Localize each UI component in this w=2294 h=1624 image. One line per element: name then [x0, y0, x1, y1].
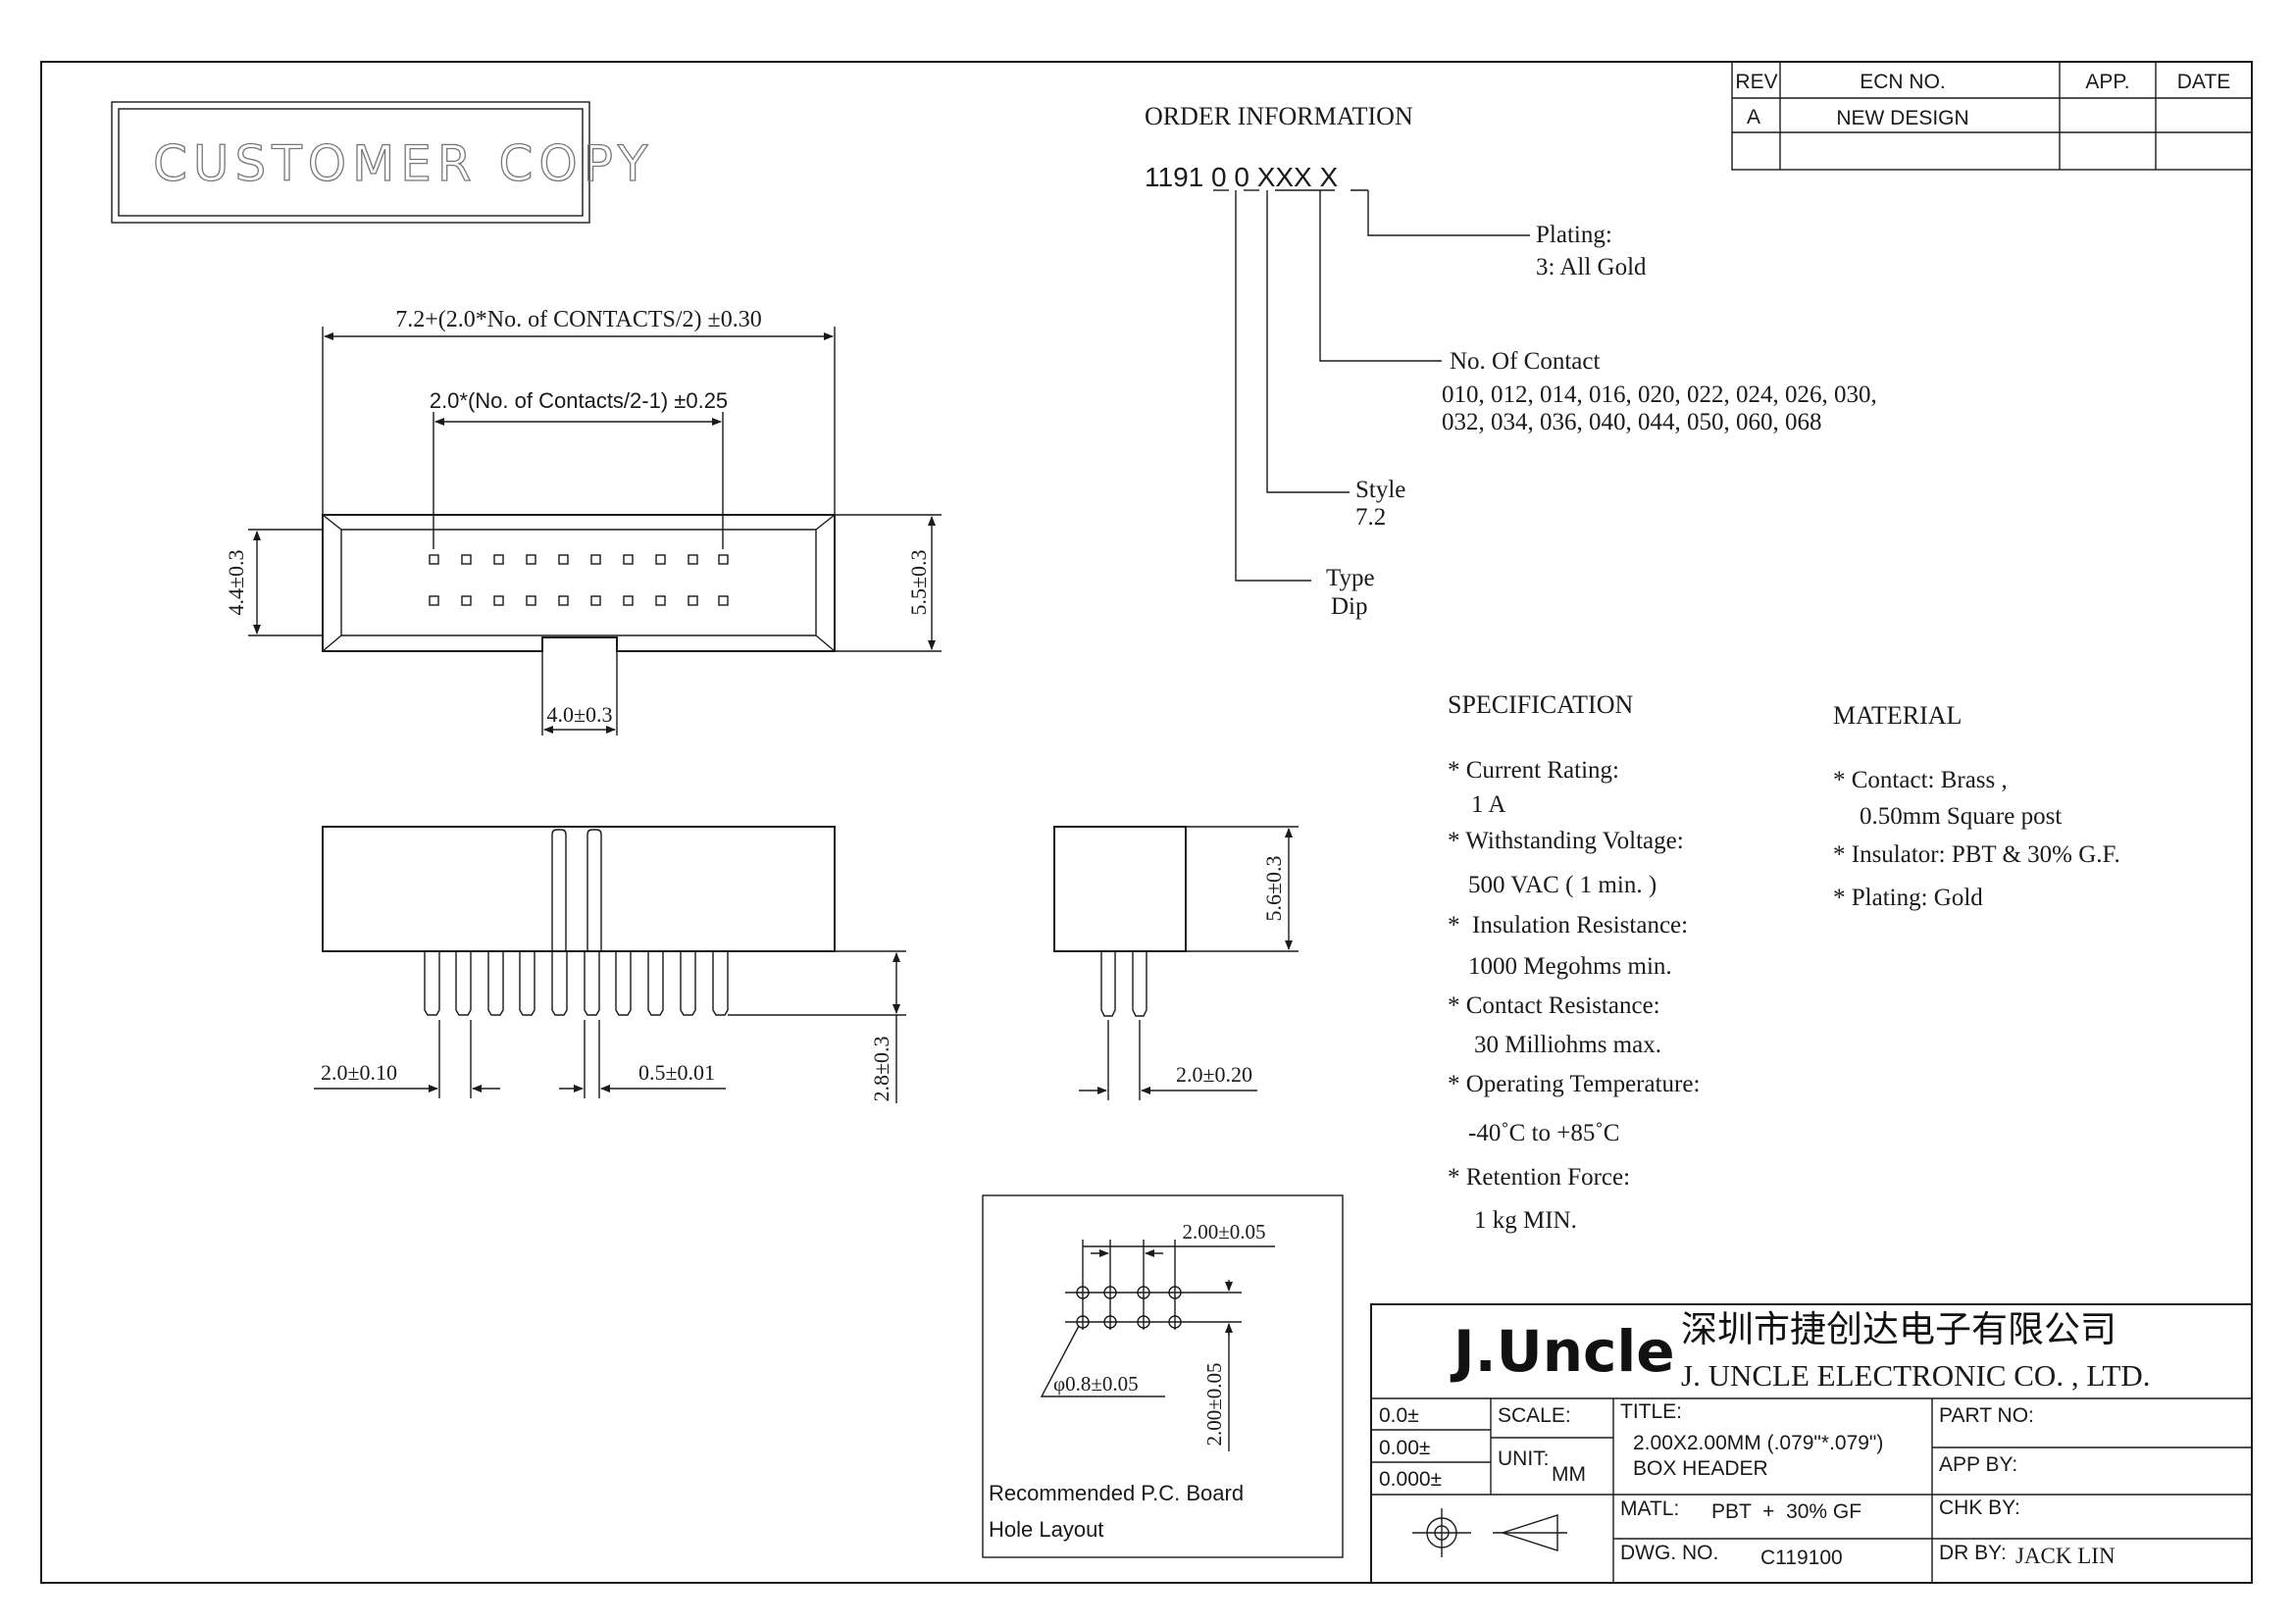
rev-header-app: APP. — [2085, 71, 2129, 93]
spec-item: * Retention Force: — [1448, 1164, 1630, 1191]
order-information: ORDER INFORMATION 1191 0 0 XXX X Plating… — [1145, 102, 1877, 620]
spec-value: 1 A — [1471, 791, 1505, 818]
dim-key-width: 4.0±0.3 — [546, 702, 612, 727]
drawing-number-label: DWG. NO. — [1620, 1542, 1718, 1564]
material-label: MATL: — [1620, 1497, 1679, 1520]
tolerance-1: 0.0± — [1379, 1404, 1419, 1427]
projection-symbol-icon — [1412, 1508, 1567, 1557]
checked-by-label: CHK BY: — [1939, 1497, 2020, 1519]
spec-item: * Current Rating: — [1448, 757, 1619, 784]
contact-label: No. Of Contact — [1450, 348, 1600, 375]
drawn-by-label: DR BY: — [1939, 1542, 2007, 1564]
type-label: Type — [1326, 565, 1375, 591]
spec-item: * Contact Resistance: — [1448, 992, 1660, 1019]
dim-row-pitch: 2.0±0.20 — [1176, 1062, 1252, 1087]
spec-value: -40˚C to +85˚C — [1468, 1120, 1619, 1146]
material-item: * Contact: Brass , — [1833, 767, 2008, 793]
side-view-drawing: 5.6±0.3 2.0±0.20 — [1053, 826, 1299, 1100]
pcb-hole-layout: 2.00±0.05 2.00±0.05 φ0.8±0.05 Recommende… — [982, 1194, 1344, 1558]
front-view-drawing: 2.0±0.10 0.5±0.01 2.8±0.3 — [314, 826, 906, 1103]
spec-value: 1000 Megohms min. — [1468, 953, 1672, 980]
dim-outer-height: 5.5±0.3 — [906, 549, 931, 615]
drawn-by-value: JACK LIN — [2015, 1544, 2116, 1568]
tolerance-3: 0.000± — [1379, 1468, 1442, 1491]
dim-body-height: 5.6±0.3 — [1261, 855, 1286, 921]
material-item: * Plating: Gold — [1833, 885, 1983, 911]
drawing-number-value: C119100 — [1760, 1547, 1843, 1569]
title-label: TITLE: — [1620, 1400, 1682, 1423]
dim-inner-height: 4.4±0.3 — [224, 549, 248, 615]
material-item: * Insulator: PBT & 30% G.F. — [1833, 841, 2120, 868]
rev-header-ecn: ECN NO. — [1860, 71, 1946, 93]
contact-list-line2: 032, 034, 036, 040, 044, 050, 060, 068 — [1442, 409, 1822, 435]
tolerance-2: 0.00± — [1379, 1437, 1430, 1459]
customer-copy-text: CUSTOMER COPY — [153, 135, 653, 192]
contact-list-line1: 010, 012, 014, 016, 020, 022, 024, 026, … — [1442, 381, 1877, 408]
rev-header-rev: REV — [1735, 71, 1777, 93]
scale-label: SCALE: — [1498, 1404, 1571, 1427]
dim-pitch: 2.0±0.10 — [321, 1060, 397, 1085]
spec-item: * Withstanding Voltage: — [1448, 828, 1684, 854]
title-line1: 2.00X2.00MM (.079"*.079") — [1633, 1432, 1883, 1454]
spec-value: 500 VAC ( 1 min. ) — [1468, 872, 1657, 898]
material-value: PBT + 30% GF — [1711, 1500, 1861, 1523]
unit-label: UNIT: — [1498, 1447, 1550, 1470]
dim-pin-size: 0.5±0.01 — [638, 1060, 715, 1085]
pcb-pitch-horizontal: 2.00±0.05 — [1182, 1220, 1265, 1243]
sheet-border — [40, 61, 2253, 1584]
style-value: 7.2 — [1355, 504, 1386, 531]
rev-row-rev: A — [1747, 106, 1760, 128]
spec-item: * Insulation Resistance: — [1448, 912, 1688, 939]
company-name-cn: 深圳市捷创达电子有限公司 — [1681, 1308, 2116, 1350]
dim-pin-span: 2.0*(No. of Contacts/2-1) ±0.25 — [430, 388, 728, 413]
order-info-heading: ORDER INFORMATION — [1145, 102, 1413, 130]
spec-item: * Operating Temperature: — [1448, 1071, 1700, 1097]
unit-value: MM — [1552, 1463, 1586, 1486]
spec-value: 1 kg MIN. — [1474, 1207, 1577, 1234]
part-code: 1191 0 0 XXX X — [1145, 162, 1339, 192]
top-view-drawing: 7.2+(2.0*No. of CONTACTS/2) ±0.30 2.0*(N… — [224, 307, 942, 736]
pcb-caption-line2: Hole Layout — [989, 1517, 1103, 1542]
plating-label: Plating: — [1536, 222, 1612, 248]
material-item: 0.50mm Square post — [1860, 803, 2062, 830]
title-block: J.Uncle 深圳市捷创达电子有限公司 J. UNCLE ELECTRONIC… — [1370, 1303, 2253, 1584]
pcb-caption-line1: Recommended P.C. Board — [989, 1481, 1244, 1505]
type-value: Dip — [1331, 593, 1368, 620]
approved-by-label: APP BY: — [1939, 1453, 2017, 1476]
material-section: MATERIAL * Contact: Brass , 0.50mm Squar… — [1833, 701, 2120, 911]
dim-overall-length: 7.2+(2.0*No. of CONTACTS/2) ±0.30 — [395, 307, 761, 332]
rev-header-date: DATE — [2177, 71, 2230, 93]
customer-copy-stamp: CUSTOMER COPY — [111, 101, 653, 224]
dim-tail-length: 2.8±0.3 — [869, 1036, 893, 1101]
spec-value: 30 Milliohms max. — [1474, 1032, 1661, 1058]
revision-table: REV ECN NO. APP. DATE A NEW DESIGN — [1731, 61, 2253, 171]
rev-row-ecn: NEW DESIGN — [1836, 107, 1968, 129]
title-line2: BOX HEADER — [1633, 1457, 1768, 1480]
part-number-label: PART NO: — [1939, 1404, 2034, 1427]
pcb-hole-diameter: φ0.8±0.05 — [1053, 1372, 1139, 1396]
spec-heading: SPECIFICATION — [1448, 690, 1633, 719]
style-label: Style — [1355, 477, 1405, 503]
pcb-pitch-vertical: 2.00±0.05 — [1202, 1362, 1226, 1446]
company-logo: J.Uncle — [1450, 1318, 1675, 1385]
company-name-en: J. UNCLE ELECTRONIC CO. , LTD. — [1681, 1358, 2151, 1393]
plating-value: 3: All Gold — [1536, 254, 1647, 280]
material-heading: MATERIAL — [1833, 701, 1962, 730]
specification-section: SPECIFICATION * Current Rating: 1 A * Wi… — [1448, 690, 1700, 1234]
